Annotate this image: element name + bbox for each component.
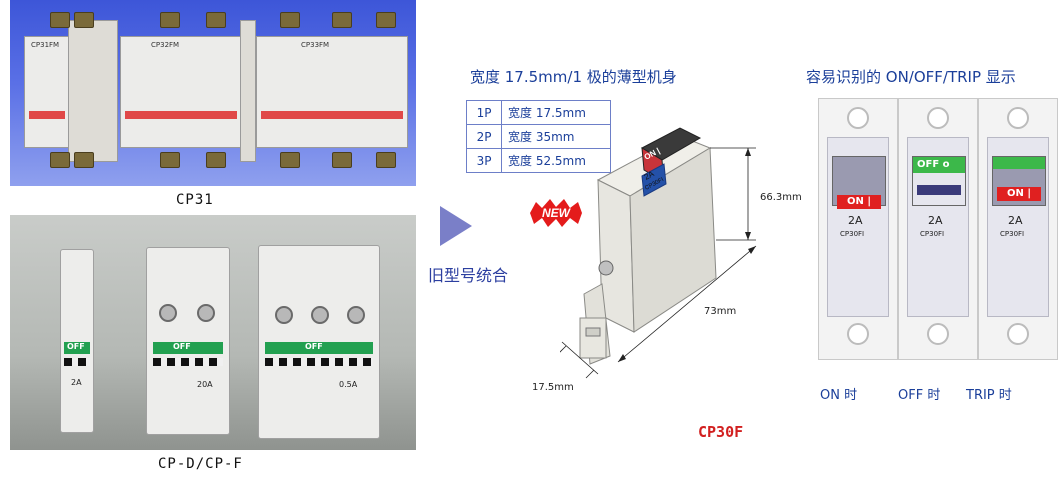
slider-dark (917, 185, 961, 195)
terminal (332, 12, 352, 28)
table-row: 1P 宽度 17.5mm (466, 100, 611, 125)
terminal-screw (347, 306, 365, 324)
depth-dimension: 73mm (704, 306, 737, 317)
panel-rating: 2A (1008, 214, 1023, 227)
terminal-screw (159, 304, 177, 322)
new-badge-text: NEW (542, 206, 572, 220)
cp30f-device-drawing: ON | 2A CP30FI (560, 127, 757, 379)
panel-face: ON | 2A CP30FI (827, 137, 889, 317)
terminal (50, 152, 70, 168)
terminal (160, 12, 180, 28)
old-breaker-side-2 (240, 20, 256, 162)
off-indicator: OFF (153, 342, 223, 354)
red-indicator (125, 111, 237, 119)
state-label: OFF o (913, 157, 965, 173)
mount-hole (1007, 107, 1029, 129)
old-breaker-side-1 (68, 20, 118, 162)
old-breaker-1p: CP31FM (24, 36, 70, 148)
width-cell: 宽度 52.5mm (501, 148, 611, 173)
pole-cell: 2P (466, 124, 502, 149)
cpd-cpf-caption: CP-D/CP-F (158, 456, 243, 472)
pole-cell: 1P (466, 100, 502, 125)
new-breaker-3p: OFF 0.5A (258, 245, 380, 439)
height-dimension: 66.3mm (760, 192, 802, 203)
table-row: 3P 宽度 52.5mm (466, 148, 611, 173)
on-state-panel: ON | 2A CP30FI (818, 98, 898, 360)
indicator-stripe (64, 358, 90, 366)
new-badge-icon: NEW (530, 199, 582, 227)
panel-rating: 2A (928, 214, 943, 227)
pole-cell: 3P (466, 148, 502, 173)
terminal (74, 12, 94, 28)
off-state-caption: OFF 时 (898, 388, 941, 403)
screw-icon (598, 260, 614, 276)
old-breaker-2p: CP32FM (120, 36, 242, 148)
terminal-screw (197, 304, 215, 322)
right-arrow-icon (440, 206, 472, 246)
mount-hole (847, 323, 869, 345)
panel-model: CP30FI (1000, 230, 1025, 238)
indicator-window: OFF o (912, 156, 966, 206)
mount-hole (927, 107, 949, 129)
new-breaker-2p: OFF 20A (146, 247, 230, 435)
trip-state-caption: TRIP 时 (966, 388, 1012, 403)
panel-rating: 2A (848, 214, 863, 227)
device-rating: 2A (643, 169, 656, 182)
off-indicator: OFF (265, 342, 373, 354)
red-indicator (261, 111, 403, 119)
mount-hole (927, 323, 949, 345)
indicator-window: ON | (992, 156, 1046, 206)
table-row: 2P 宽度 35mm (466, 124, 611, 149)
indicator-stripe (265, 358, 373, 366)
terminal (332, 152, 352, 168)
panel-model: CP30FI (920, 230, 945, 238)
unify-label: 旧型号统合 (428, 266, 509, 285)
terminal (206, 152, 226, 168)
terminal (50, 12, 70, 28)
trip-green-strip (993, 157, 1045, 169)
terminal-screw (311, 306, 329, 324)
cp31-caption: CP31 (176, 192, 214, 208)
terminal (74, 152, 94, 168)
width-dimension: 17.5mm (532, 382, 574, 393)
mount-hole (847, 107, 869, 129)
width-cell: 宽度 17.5mm (501, 100, 611, 125)
terminal (280, 12, 300, 28)
terminal (376, 12, 396, 28)
width-table: 1P 宽度 17.5mm 2P 宽度 35mm 3P 宽度 52.5mm (466, 100, 611, 173)
terminal (376, 152, 396, 168)
off-state-panel: OFF o 2A CP30FI (898, 98, 978, 360)
new-breaker-1p: OFF 2A (60, 249, 94, 433)
red-indicator (29, 111, 65, 119)
product-name: CP30F (698, 423, 744, 441)
width-cell: 宽度 35mm (501, 124, 611, 149)
indicator-window: ON | (832, 156, 886, 209)
panel-model: CP30FI (840, 230, 865, 238)
indicator-title: 容易识别的 ON/OFF/TRIP 显示 (806, 68, 1016, 86)
terminal (160, 152, 180, 168)
state-label: ON | (997, 187, 1041, 201)
trip-state-panel: ON | 2A CP30FI (978, 98, 1058, 360)
mount-hole (1007, 323, 1029, 345)
terminal (206, 12, 226, 28)
on-state-caption: ON 时 (820, 388, 858, 403)
width-title: 宽度 17.5mm/1 极的薄型机身 (470, 68, 677, 86)
cp31-product-photo: CP31FM CP32FM CP33FM (10, 0, 416, 186)
old-breaker-3p: CP33FM (256, 36, 408, 148)
indicator-stripe (153, 358, 223, 366)
panel-face: OFF o 2A CP30FI (907, 137, 969, 317)
terminal-screw (275, 306, 293, 324)
off-indicator: OFF (64, 342, 90, 354)
panel-face: ON | 2A CP30FI (987, 137, 1049, 317)
state-label: ON | (837, 195, 881, 209)
cpd-cpf-product-photo: OFF 2A OFF 20A OFF 0.5A (10, 215, 416, 450)
terminal (280, 152, 300, 168)
